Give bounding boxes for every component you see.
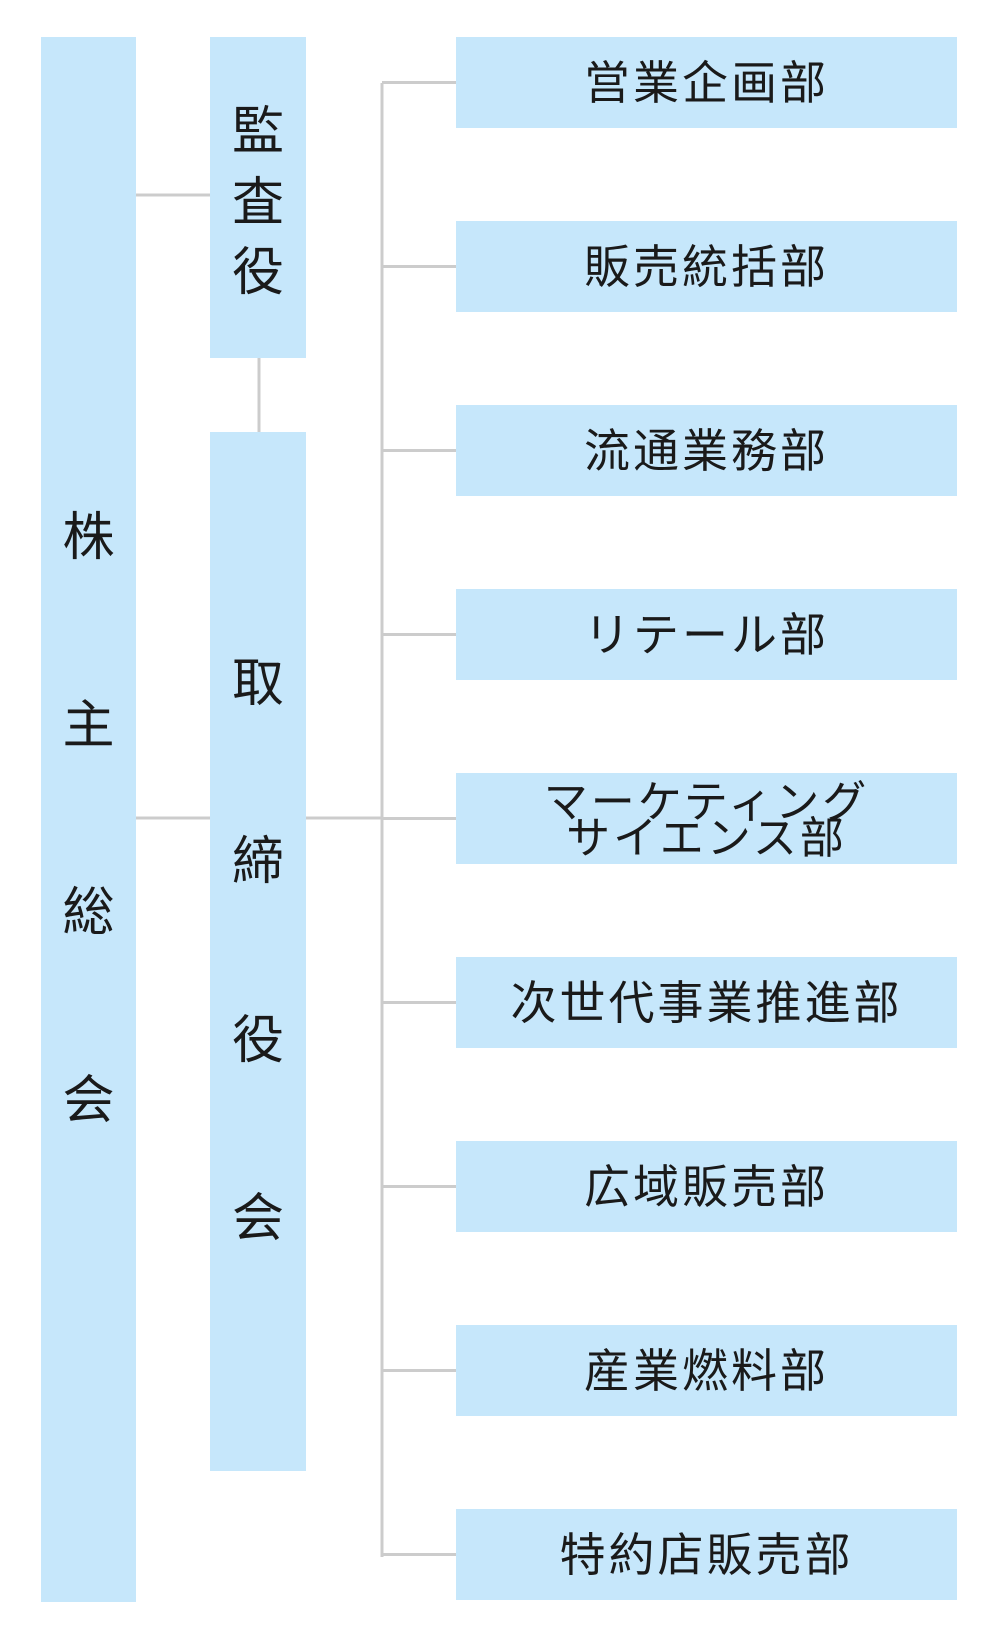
department-box: 広域販売部 (456, 1141, 957, 1232)
department-name: サイエンス部 (566, 812, 847, 864)
department-name: 特約店販売部 (559, 1527, 854, 1582)
department-box: マーケティングサイエンス部 (456, 773, 957, 864)
board-char: 取 (231, 654, 284, 715)
department-name: 広域販売部 (584, 1159, 829, 1214)
board-char: 締 (231, 832, 284, 893)
auditor-box: 監 査 役 (210, 37, 306, 358)
department-box: 次世代事業推進部 (456, 957, 957, 1048)
shareholders-char: 会 (62, 1070, 115, 1131)
board-of-directors-box: 取 締 役 会 (210, 432, 306, 1471)
department-name: リテール部 (584, 607, 829, 662)
department-box: 産業燃料部 (456, 1325, 957, 1416)
department-name: 流通業務部 (584, 423, 829, 478)
shareholders-meeting-box: 株 主 総 会 (41, 37, 136, 1602)
shareholders-char: 主 (62, 695, 115, 756)
department-name: マーケティング (543, 776, 870, 828)
department-branches (382, 81, 456, 1556)
department-box: リテール部 (456, 589, 957, 680)
department-name: 販売統括部 (584, 239, 829, 294)
department-box: 販売統括部 (456, 221, 957, 312)
board-char: 役 (231, 1010, 284, 1071)
auditor-char: 役 (231, 243, 284, 304)
department-box: 特約店販売部 (456, 1509, 957, 1600)
department-box: 営業企画部 (456, 37, 957, 128)
department-name: 産業燃料部 (584, 1343, 829, 1398)
auditor-char: 査 (231, 172, 284, 233)
board-char: 会 (231, 1188, 284, 1249)
shareholders-char: 総 (62, 883, 115, 944)
department-box: 流通業務部 (456, 405, 957, 496)
department-name: 営業企画部 (584, 55, 829, 110)
department-name: 次世代事業推進部 (510, 975, 903, 1030)
shareholders-char: 株 (62, 508, 115, 569)
auditor-char: 監 (231, 101, 284, 162)
